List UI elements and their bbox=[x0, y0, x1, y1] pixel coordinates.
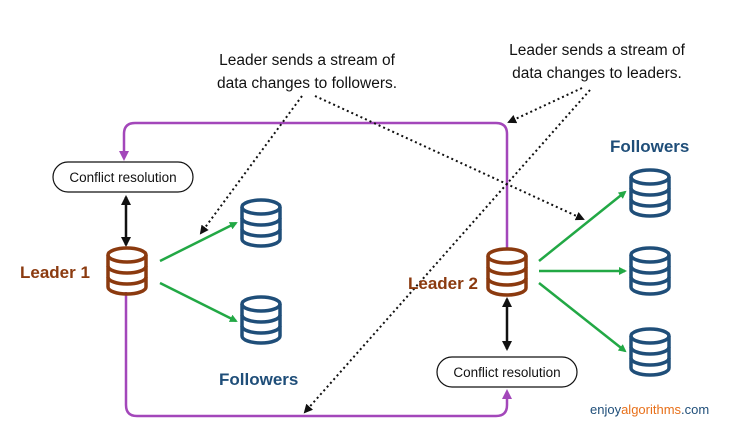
replication-arrow bbox=[159, 221, 238, 263]
annotation-pointer bbox=[303, 89, 591, 414]
follower-database-icon bbox=[240, 295, 282, 345]
brand-accent: algorithms bbox=[621, 402, 681, 417]
brand-prefix: enjoy bbox=[590, 402, 622, 417]
followers-label-right: Followers bbox=[610, 137, 689, 156]
follower-database-icon bbox=[629, 327, 671, 377]
brand-suffix: .com bbox=[681, 402, 709, 417]
brand-watermark: enjoyalgorithms.com bbox=[590, 402, 709, 417]
followers-label-left: Followers bbox=[219, 370, 298, 389]
leader2-database-icon bbox=[486, 247, 528, 297]
annotation-pointer bbox=[199, 95, 303, 235]
leader1-to-leader2-link bbox=[124, 292, 512, 418]
conflict-resolution-label: Conflict resolution bbox=[69, 170, 176, 185]
annotation-left-line1: Leader sends a stream of bbox=[219, 52, 395, 69]
replication-arrow bbox=[538, 190, 627, 262]
conflict-resolution-box-left: Conflict resolution bbox=[52, 161, 194, 193]
leader2-label: Leader 2 bbox=[408, 274, 478, 293]
follower-database-icon bbox=[240, 198, 282, 248]
replication-arrow bbox=[538, 282, 627, 353]
leader1-database-icon bbox=[106, 246, 148, 296]
replication-arrow bbox=[159, 281, 238, 323]
follower-database-icon bbox=[629, 246, 671, 296]
conflict-resolution-box-right: Conflict resolution bbox=[436, 356, 578, 388]
annotation-right-line1: Leader sends a stream of bbox=[509, 42, 685, 59]
leader1-label: Leader 1 bbox=[20, 263, 90, 282]
annotation-pointer bbox=[507, 87, 583, 124]
leader2-to-leader1-link bbox=[119, 121, 509, 250]
annotation-right-line2: data changes to leaders. bbox=[512, 65, 682, 82]
conflict-resolution-label: Conflict resolution bbox=[453, 365, 560, 380]
annotation-pointer bbox=[314, 95, 585, 221]
follower-database-icon bbox=[629, 168, 671, 218]
annotation-left-line2: data changes to followers. bbox=[217, 75, 397, 92]
